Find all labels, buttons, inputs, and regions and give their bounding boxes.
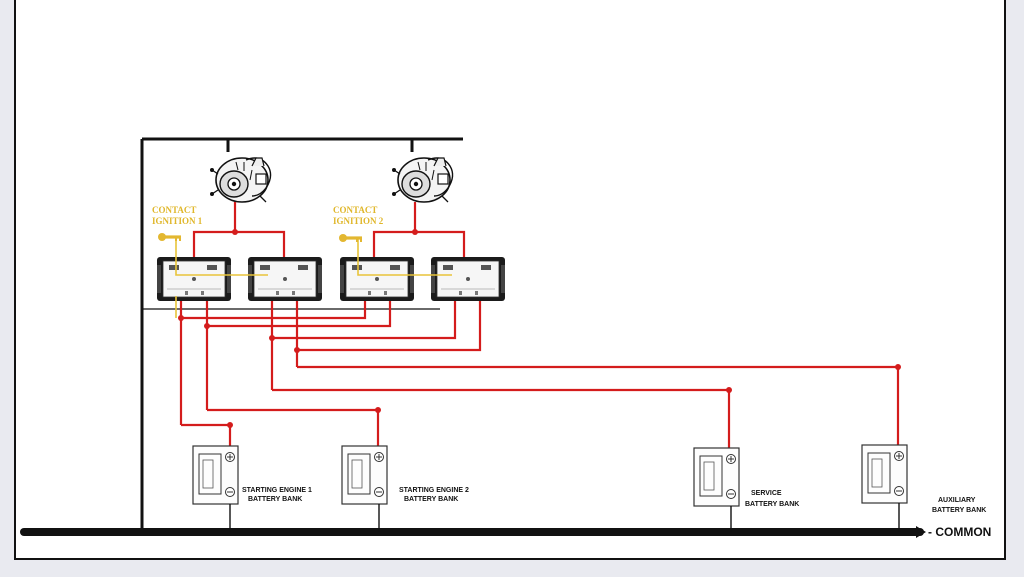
- ignition-1-label-line1: CONTACT: [152, 205, 196, 215]
- battery-service: [693, 447, 740, 507]
- battery-1-label-line1: STARTING ENGINE 1: [242, 487, 312, 494]
- relay-4: [430, 256, 506, 302]
- ground-frame: [140, 137, 463, 532]
- ignition-1-label-line2: IGNITION 1: [152, 216, 203, 226]
- battery-4-label-line2: BATTERY BANK: [932, 507, 986, 514]
- alternator-2: [391, 157, 454, 203]
- relay-2: [247, 256, 323, 302]
- wire-junctions: [178, 229, 901, 428]
- battery-3-label-line2: BATTERY BANK: [745, 501, 799, 508]
- battery-1-label-line2: BATTERY BANK: [248, 496, 302, 503]
- battery-starting-engine-2: [341, 445, 388, 505]
- battery-ground-wires: [229, 503, 900, 532]
- relay-3: [339, 256, 415, 302]
- battery-3-label-line1: SERVICE: [751, 490, 782, 497]
- ignition-wires: [175, 237, 452, 318]
- key-icon: [158, 233, 181, 241]
- common-label: - COMMON: [928, 525, 991, 539]
- alternator-1: [209, 157, 272, 203]
- relay-1: [156, 256, 232, 302]
- ignition-2-label-line2: IGNITION 2: [333, 216, 384, 226]
- battery-starting-engine-1: [192, 445, 239, 505]
- common-bus-arrow: [916, 526, 926, 538]
- battery-auxiliary: [861, 444, 908, 504]
- battery-2-label-line2: BATTERY BANK: [404, 496, 458, 503]
- positive-wires: [179, 202, 900, 450]
- battery-4-label-line1: AUXILIARY: [938, 497, 976, 504]
- ignition-2-label-line1: CONTACT: [333, 205, 377, 215]
- battery-2-label-line1: STARTING ENGINE 2: [399, 487, 469, 494]
